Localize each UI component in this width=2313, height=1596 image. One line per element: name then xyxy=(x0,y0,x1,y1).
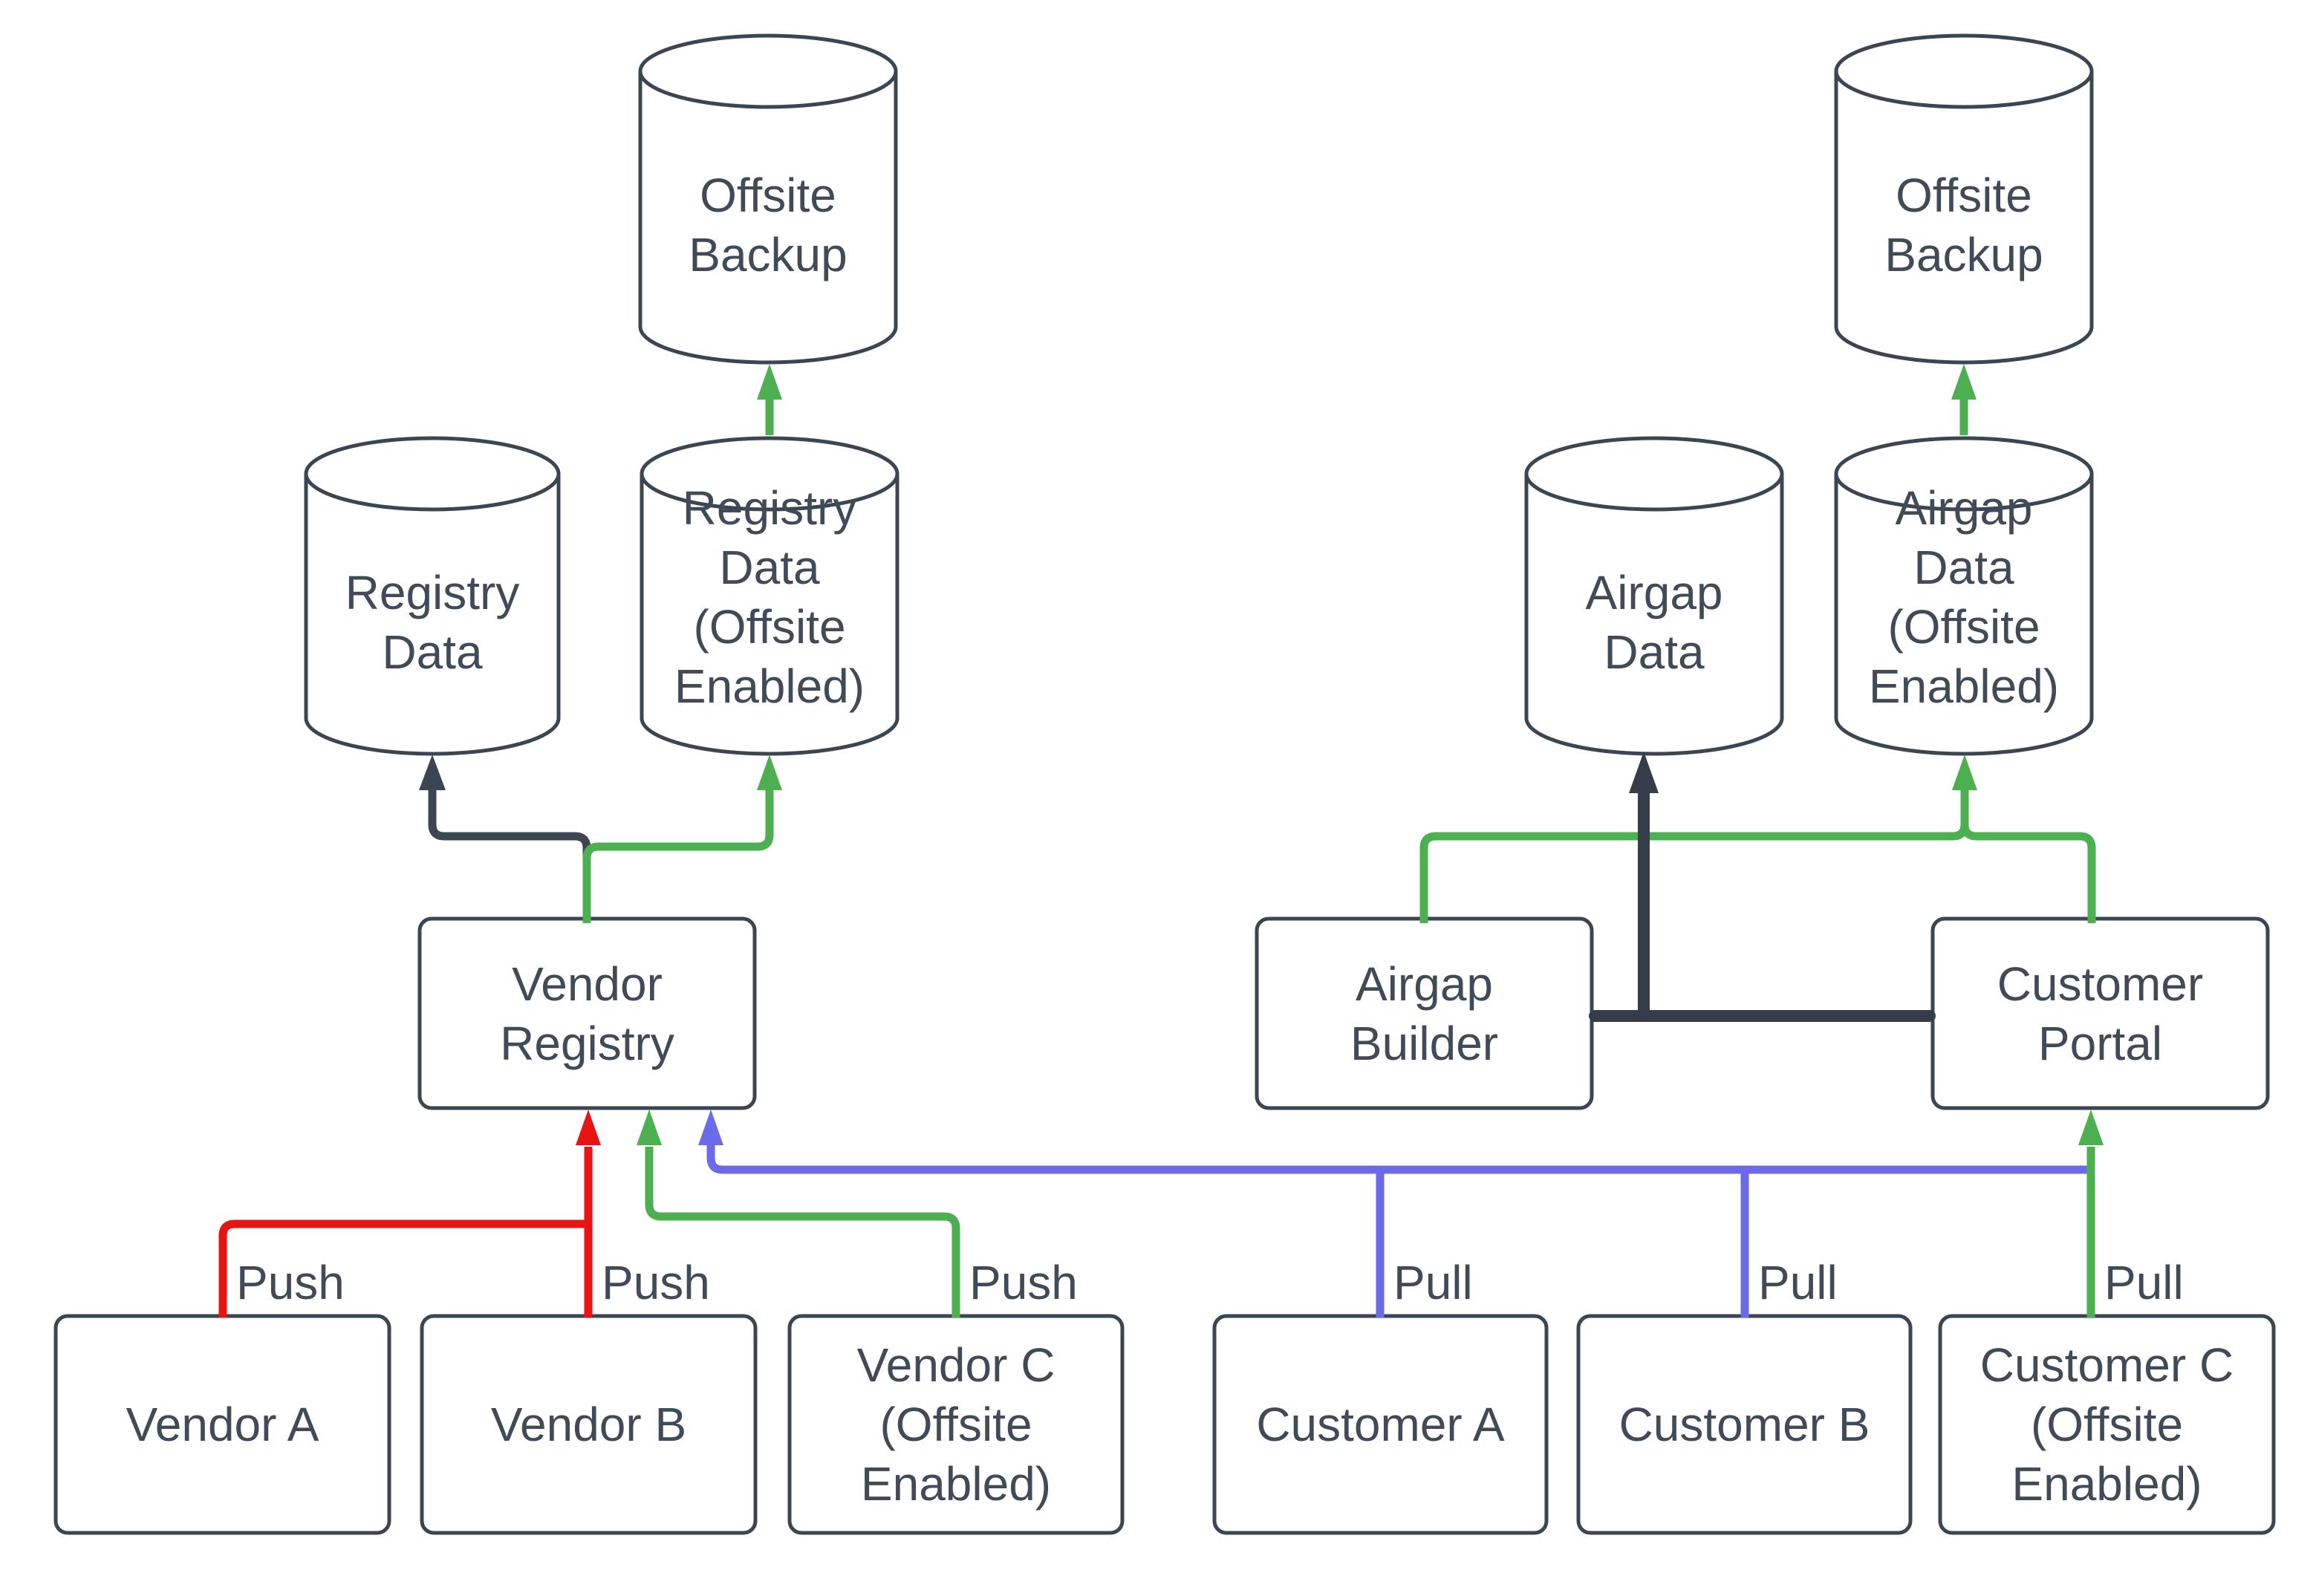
customer-portal-label: Customer Portal xyxy=(1997,957,2204,1070)
arrowhead-red-into-vendor-registry xyxy=(576,1110,601,1145)
edge-airgap-data-offsite-to-offsite-backup xyxy=(1951,364,1977,435)
edge-pull-green-customer-c xyxy=(2078,1110,2104,1317)
vendor-c-label: Vendor C (Offsite Enabled) xyxy=(856,1338,1055,1511)
airgap-data-offsite-label: Airgap Data (Offsite Enabled) xyxy=(1868,481,2060,713)
box-customer-c xyxy=(1938,1314,2276,1535)
arrowhead-green-into-offsite-backup-left xyxy=(757,364,782,400)
edge-green-right-junction xyxy=(1419,755,2096,923)
pull-label-customer-a: Pull xyxy=(1393,1256,1473,1309)
edge-pull-blue xyxy=(698,1110,2087,1317)
registry-data-label: Registry Data xyxy=(345,565,520,679)
cylinder-registry-data-offsite xyxy=(640,436,900,756)
arrowhead-green-into-airgap-data-offsite xyxy=(1952,755,1977,790)
customer-b-label: Customer B xyxy=(1619,1398,1870,1451)
vendor-b-label: Vendor B xyxy=(490,1398,687,1451)
arrowhead-green-into-offsite-backup-right xyxy=(1951,364,1977,400)
edge-airgap-thick-dark xyxy=(1589,752,1936,1022)
push-label-vendor-b: Push xyxy=(602,1256,710,1309)
vendor-registry-label: Vendor Registry xyxy=(500,957,674,1070)
cylinder-offsite-backup-right xyxy=(1834,33,2094,365)
customer-c-label: Customer C (Offsite Enabled) xyxy=(1979,1338,2234,1511)
cylinder-airgap-data xyxy=(1524,436,1784,756)
offsite-backup-right-label: Offsite Backup xyxy=(1884,169,2043,281)
edge-registry-data-offsite-to-offsite-backup xyxy=(757,364,782,435)
arrowhead-green-into-vendor-registry xyxy=(637,1110,662,1145)
registry-data-offsite-label: Registry Data (Offsite Enabled) xyxy=(674,481,865,713)
vendor-a-label: Vendor A xyxy=(126,1398,319,1451)
push-label-vendor-a: Push xyxy=(236,1256,345,1309)
arrowhead-dark-into-registry-data xyxy=(419,755,446,790)
edge-push-red xyxy=(218,1110,601,1317)
arrowhead-green-into-customer-portal xyxy=(2078,1110,2104,1145)
cylinder-airgap-data-offsite xyxy=(1834,436,2094,756)
pull-label-customer-b: Pull xyxy=(1758,1256,1838,1309)
arrowhead-thick-into-airgap-data xyxy=(1629,752,1659,793)
airgap-data-label: Airgap Data xyxy=(1585,565,1723,679)
arrowhead-green-into-registry-data-offsite xyxy=(757,755,782,790)
push-label-vendor-c: Push xyxy=(969,1256,1078,1309)
customer-a-label: Customer A xyxy=(1256,1398,1505,1451)
cylinder-registry-data xyxy=(304,436,561,756)
airgap-builder-label: Airgap Builder xyxy=(1350,957,1499,1070)
offsite-backup-left-label: Offsite Backup xyxy=(689,169,848,281)
edge-vendor-registry-to-registry-data-offsite xyxy=(582,755,782,923)
pull-label-customer-c: Pull xyxy=(2104,1256,2184,1309)
arrowhead-blue-into-vendor-registry xyxy=(698,1110,723,1145)
edge-push-green-vendor-c xyxy=(637,1110,960,1317)
cylinder-offsite-backup-left xyxy=(638,33,898,365)
edge-vendor-registry-to-registry-data xyxy=(419,755,591,923)
